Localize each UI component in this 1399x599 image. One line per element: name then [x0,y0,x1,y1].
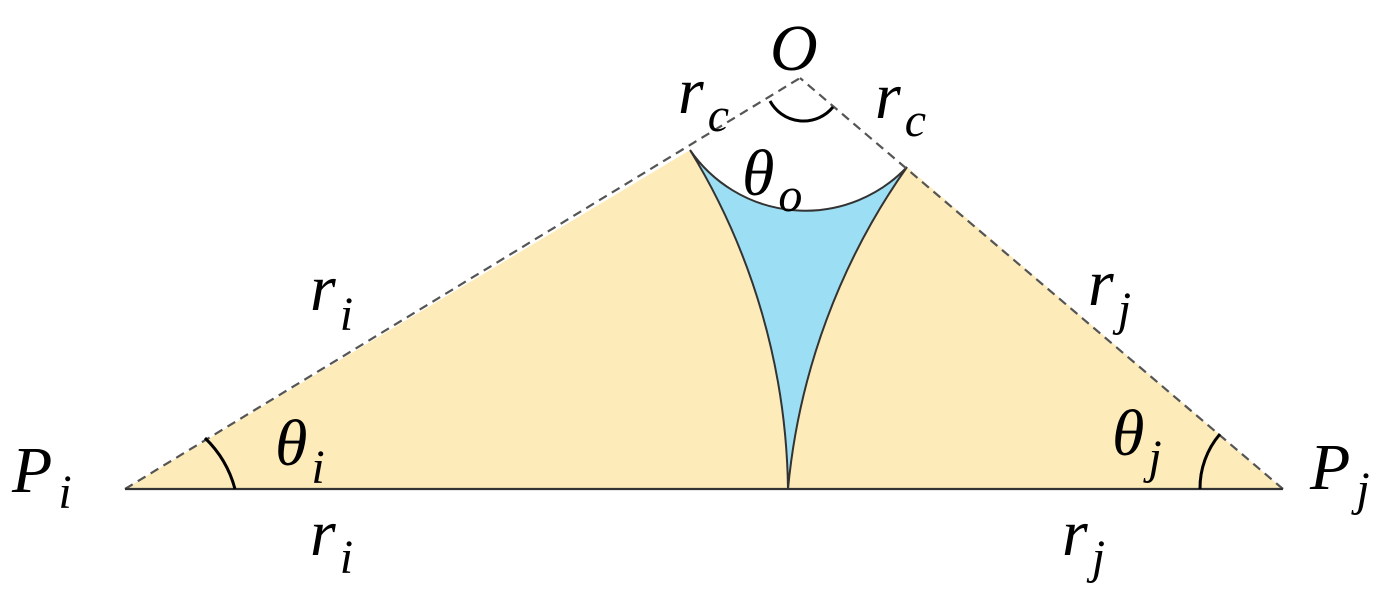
angle-arc-pj [1198,433,1222,490]
angle-arc-o [768,100,835,123]
edge-pj-o [799,77,1284,490]
triangle-region [125,150,1283,489]
label-theta-o: θo [742,137,802,222]
label-rc-right: rc [875,60,926,147]
angle-arc-pi [203,436,237,490]
edge-pi-o [124,77,801,490]
label-ri-upper: ri [310,252,353,341]
label-rc-left: rc [678,55,729,142]
label-rj-upper: rj [1088,247,1131,336]
label-rj-lower: rj [1062,497,1105,584]
label-o: O [770,12,818,85]
cusp-region [689,149,908,490]
label-theta-i: θi [275,407,325,494]
label-ri-lower: ri [310,497,353,584]
